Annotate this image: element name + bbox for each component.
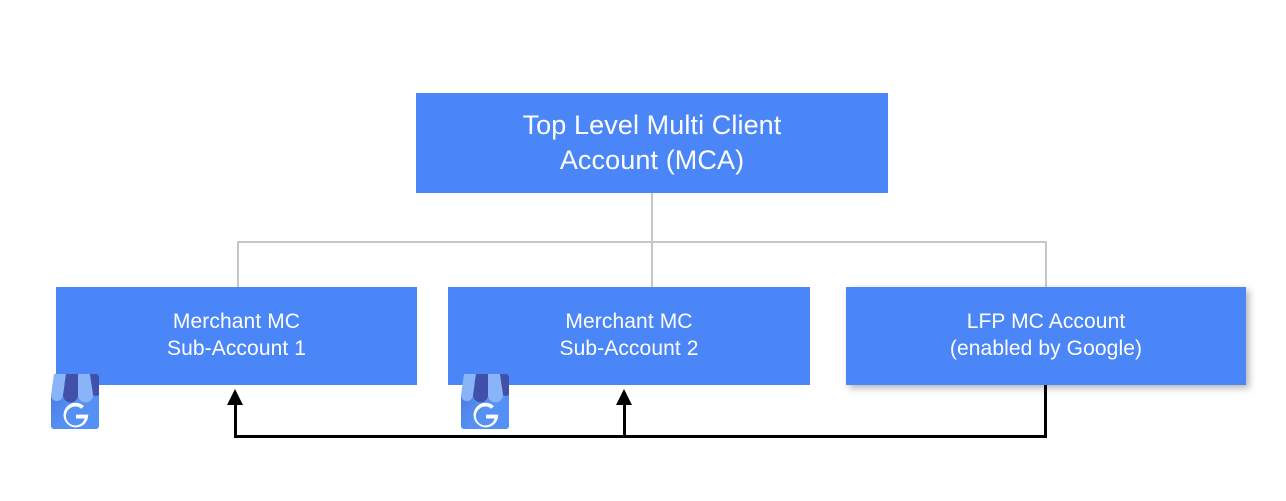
node-merchant-sub-account-1-line1: Merchant MC — [172, 310, 301, 334]
connector-branch-sub2 — [651, 241, 653, 288]
arrowhead-up-icon-sub2 — [616, 389, 632, 405]
feedback-line-horizontal — [234, 435, 1047, 438]
connector-branch-lfp — [1045, 241, 1047, 288]
node-merchant-sub-account-2[interactable]: Merchant MC Sub-Account 2 — [448, 287, 810, 385]
feedback-line-to-sub1 — [234, 401, 237, 437]
connector-branch-sub1 — [237, 241, 239, 288]
node-merchant-sub-account-2-line2: Sub-Account 2 — [559, 337, 699, 360]
node-top-level-mca-line1: Top Level Multi Client — [522, 110, 782, 141]
node-top-level-mca[interactable]: Top Level Multi Client Account (MCA) — [416, 93, 888, 193]
node-lfp-mc-account-line2: (enabled by Google) — [949, 337, 1143, 360]
node-lfp-mc-account[interactable]: LFP MC Account (enabled by Google) — [846, 287, 1246, 385]
google-business-profile-icon — [461, 374, 509, 429]
connector-top-trunk — [651, 193, 653, 243]
node-merchant-sub-account-2-line1: Merchant MC — [565, 310, 693, 334]
node-lfp-mc-account-line1: LFP MC Account — [966, 310, 1126, 334]
arrowhead-up-icon-sub1 — [227, 389, 243, 405]
connector-horizontal-bus — [237, 241, 1047, 243]
node-merchant-sub-account-1-line2: Sub-Account 1 — [166, 337, 307, 360]
feedback-line-from-lfp — [1044, 385, 1047, 438]
feedback-line-to-sub2 — [623, 401, 626, 437]
node-top-level-mca-line2: Account (MCA) — [559, 145, 745, 175]
google-business-profile-icon — [51, 374, 99, 429]
node-merchant-sub-account-1[interactable]: Merchant MC Sub-Account 1 — [56, 287, 417, 385]
